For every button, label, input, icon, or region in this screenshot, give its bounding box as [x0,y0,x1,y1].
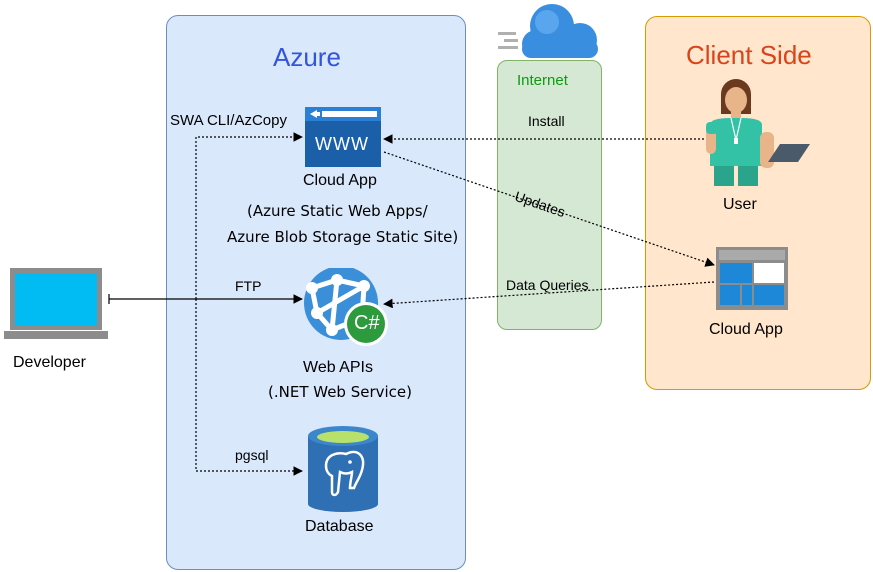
client-side-title: Client Side [686,40,812,70]
swa-cli-arrow [195,132,303,299]
client-side-group [645,16,871,390]
internet-group [497,60,602,330]
ftp-label: FTP [235,278,262,294]
install-label: Install [528,113,565,129]
web-apis-desc: (.NET Web Service) [268,383,413,401]
azure-cloud-app-desc-1: (Azure Static Web Apps/ [247,202,428,220]
azure-cloud-app-label: Cloud App [303,172,377,189]
www-text: WWW [315,134,369,154]
web-apis-label: Web APIs [303,359,373,376]
azure-title: Azure [273,42,341,72]
swa-cli-label: SWA CLI/AzCopy [170,112,287,129]
database-label: Database [305,518,374,535]
www-web-app-icon: WWW [305,107,381,167]
client-cloud-app-label: Cloud App [709,321,783,338]
web-api-globe-icon: C# [302,268,392,348]
csharp-text: C# [354,312,380,334]
user-person-icon [700,78,812,186]
app-window-icon [716,247,788,310]
developer-label: Developer [13,354,86,371]
database-icon [308,426,378,512]
laptop-icon [4,267,108,341]
data-queries-label: Data Queries [506,277,589,293]
data-queries-arrow [383,281,715,309]
pgsql-arrow [195,299,303,476]
user-label: User [723,196,757,213]
pgsql-label: pgsql [235,447,269,463]
internet-title: Internet [517,72,568,89]
azure-cloud-app-desc-2: Azure Blob Storage Static Site) [227,228,459,246]
